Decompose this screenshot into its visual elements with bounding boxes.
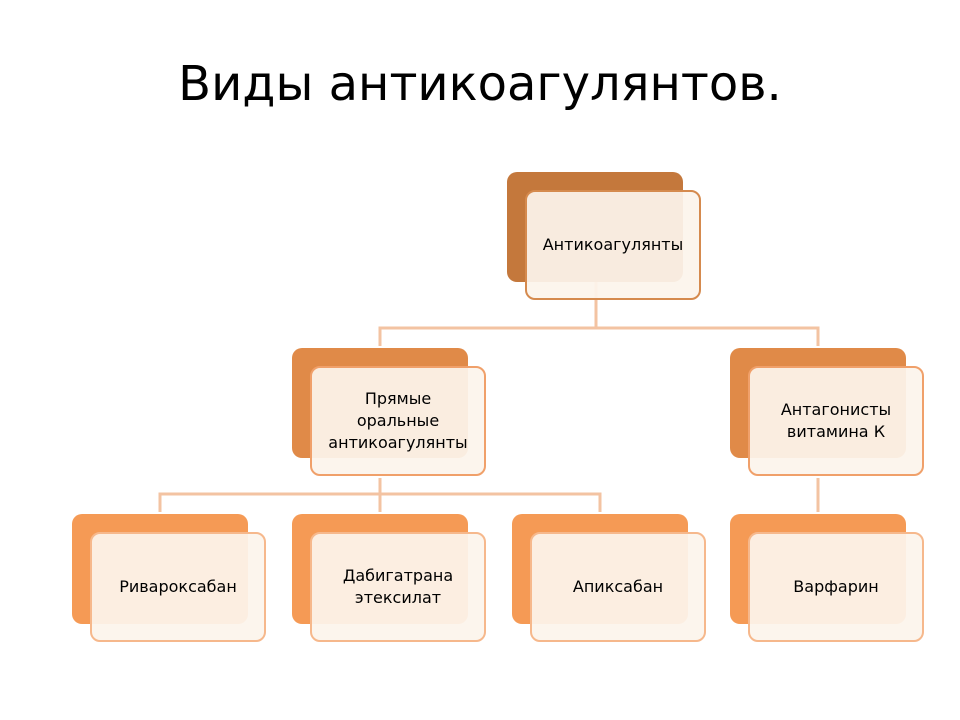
node-label: Антикоагулянты	[542, 235, 684, 254]
node-label: Антагонисты витамина К	[780, 400, 892, 441]
node-label: Прямые оральные антикоагулянты	[328, 389, 468, 452]
node-card: Антагонисты витамина К	[748, 366, 924, 476]
node-label: Апиксабан	[572, 577, 664, 596]
node-card: Прямые оральные антикоагулянты	[310, 366, 486, 476]
node-label: Варфарин	[793, 577, 879, 596]
node-label: Дабигатрана этексилат	[342, 566, 454, 607]
connector-direct-to-drugs	[158, 478, 602, 512]
slide-title: Виды антикоагулянтов.	[178, 56, 782, 112]
node-card: Дабигатрана этексилат	[310, 532, 486, 642]
node-label: Ривароксабан	[119, 577, 237, 596]
node-card: Апиксабан	[530, 532, 706, 642]
node-card: Ривароксабан	[90, 532, 266, 642]
connector-root-to-level1	[378, 282, 820, 346]
node-card: Антикоагулянты	[525, 190, 701, 300]
node-card: Варфарин	[748, 532, 924, 642]
